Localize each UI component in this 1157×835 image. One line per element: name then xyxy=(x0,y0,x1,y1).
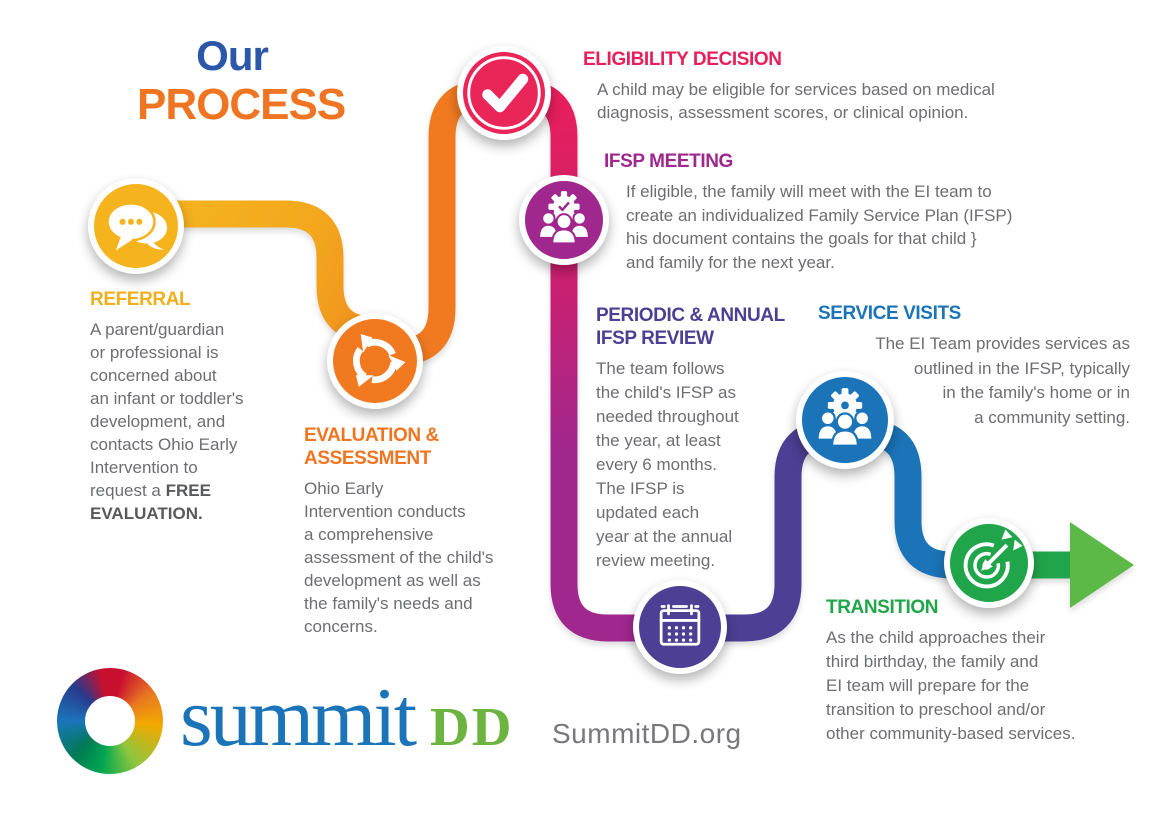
page-title: Our PROCESS xyxy=(137,32,346,130)
step-service-visits: SERVICE VISITS The EI Team provides serv… xyxy=(818,302,1130,430)
title-line2: PROCESS xyxy=(137,80,346,129)
team-gear-check-icon xyxy=(538,191,590,245)
step-eligibility-heading: ELIGIBILITY DECISION xyxy=(583,49,782,70)
service-visits-node xyxy=(796,371,894,469)
summitdd-swirl-logo-icon xyxy=(57,668,163,774)
team-gear-icon xyxy=(816,388,874,447)
evaluation-node xyxy=(327,313,423,409)
referral-node xyxy=(88,178,184,274)
step-service-heading: SERVICE VISITS xyxy=(818,303,961,324)
transition-node xyxy=(944,518,1034,608)
step-transition-body: As the child approaches their third birt… xyxy=(826,628,1076,743)
step-evaluation-heading: EVALUATION & ASSESSMENT xyxy=(304,425,439,469)
cycle-arrows-icon xyxy=(353,334,406,387)
step-periodic-review: PERIODIC & ANNUAL IFSP REVIEW The team f… xyxy=(596,304,821,573)
step-ifsp-heading: IFSP MEETING xyxy=(604,151,733,172)
step-transition-heading: TRANSITION xyxy=(826,597,939,618)
checkmark-icon xyxy=(467,56,541,130)
step-ifsp-body: If eligible, the family will meet with t… xyxy=(626,182,1013,272)
step-service-body: The EI Team provides services as outline… xyxy=(875,334,1130,427)
step-eligibility-body: A child may be eligible for services bas… xyxy=(597,80,995,122)
calendar-icon xyxy=(659,604,701,646)
chat-bubbles-icon xyxy=(106,202,168,251)
step-referral-heading: REFERRAL xyxy=(90,289,191,310)
logo-text-dd: DD xyxy=(430,696,514,757)
website-url: SummitDD.org xyxy=(552,718,742,749)
summitdd-wordmark: summit DD xyxy=(180,674,514,762)
step-referral-body: A parent/guardian or professional is con… xyxy=(90,318,295,525)
flow-arrow-head xyxy=(1070,522,1134,608)
step-periodic-heading: PERIODIC & ANNUAL IFSP REVIEW xyxy=(596,305,785,349)
step-referral: REFERRAL A parent/guardian or profession… xyxy=(90,288,295,525)
step-transition: TRANSITION As the child approaches their… xyxy=(826,596,1136,746)
logo-text-summit: summit xyxy=(180,671,417,764)
title-line1: Our xyxy=(196,32,269,79)
step-referral-body-text: A parent/guardian or professional is con… xyxy=(90,320,244,500)
periodic-review-node xyxy=(633,580,727,674)
step-periodic-body: The team follows the child's IFSP as nee… xyxy=(596,359,739,570)
target-arrow-icon xyxy=(963,529,1023,589)
step-evaluation-body: Ohio Early Intervention conducts a compr… xyxy=(304,479,494,636)
step-referral-body-bold: FREE EVALUATION. xyxy=(90,481,211,523)
ifsp-meeting-node xyxy=(519,175,609,265)
step-evaluation: EVALUATION & ASSESSMENT Ohio Early Inter… xyxy=(304,424,549,638)
step-eligibility: ELIGIBILITY DECISION A child may be elig… xyxy=(583,48,1075,124)
eligibility-node xyxy=(457,46,551,140)
step-ifsp-meeting: IFSP MEETING If eligible, the family wil… xyxy=(604,150,1074,274)
